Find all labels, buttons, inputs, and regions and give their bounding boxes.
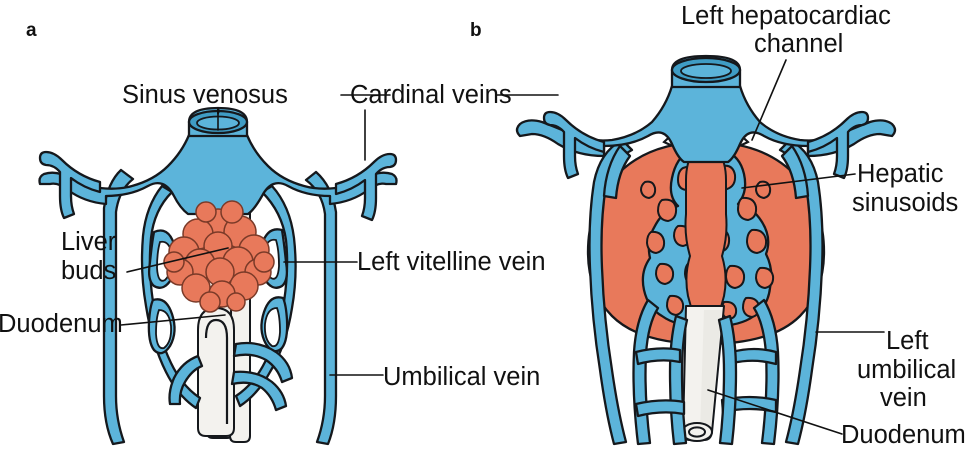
- label-liver-buds-line2: buds: [61, 257, 116, 285]
- panel-b-vessels: [515, 54, 897, 446]
- label-left-hepatocardiac-line2: channel: [754, 30, 843, 58]
- panel-letter-b: b: [470, 20, 482, 41]
- label-left-vitelline-vein: Left vitelline vein: [357, 248, 546, 276]
- label-hepatic-sinusoids-line1: Hepatic: [857, 160, 944, 188]
- label-duodenum-a: Duodenum: [0, 310, 123, 338]
- leader-hepatocardiac-channel: [751, 59, 787, 141]
- panel-letter-a: a: [26, 20, 37, 41]
- panel-b: b Left hepatocardiac channel Hepatic sin…: [470, 2, 966, 449]
- panel-b-sinusoids: [640, 120, 775, 340]
- label-left-umbilical-line1: Left: [886, 327, 929, 355]
- panel-a-liver-buds: [163, 200, 275, 313]
- panel-a-leaders: [120, 94, 391, 376]
- panel-b-duodenum: [681, 305, 725, 442]
- panel-a: a Sinus venosus Cardinal veins Liver bud…: [0, 20, 546, 446]
- leader-duodenum-b: [707, 389, 843, 435]
- panel-b-leaders: [496, 59, 885, 435]
- leader-duodenum-a: [120, 314, 226, 326]
- label-liver-buds-line1: Liver: [61, 228, 117, 256]
- leader-liver-buds: [126, 247, 229, 273]
- label-duodenum-b: Duodenum: [841, 421, 966, 449]
- label-sinus-venosus: Sinus venosus: [122, 81, 288, 109]
- label-cardinal-veins: Cardinal veins: [350, 81, 512, 109]
- label-left-umbilical-line3: vein: [880, 384, 927, 412]
- leader-hepatic-sinusoids: [741, 173, 856, 189]
- label-left-umbilical-line2: umbilical: [857, 356, 956, 384]
- label-umbilical-vein: Umbilical vein: [383, 363, 540, 391]
- label-left-hepatocardiac-line1: Left hepatocardiac: [681, 2, 891, 30]
- label-hepatic-sinusoids-line2: sinusoids: [852, 189, 958, 217]
- panel-a-vessels: [38, 106, 398, 446]
